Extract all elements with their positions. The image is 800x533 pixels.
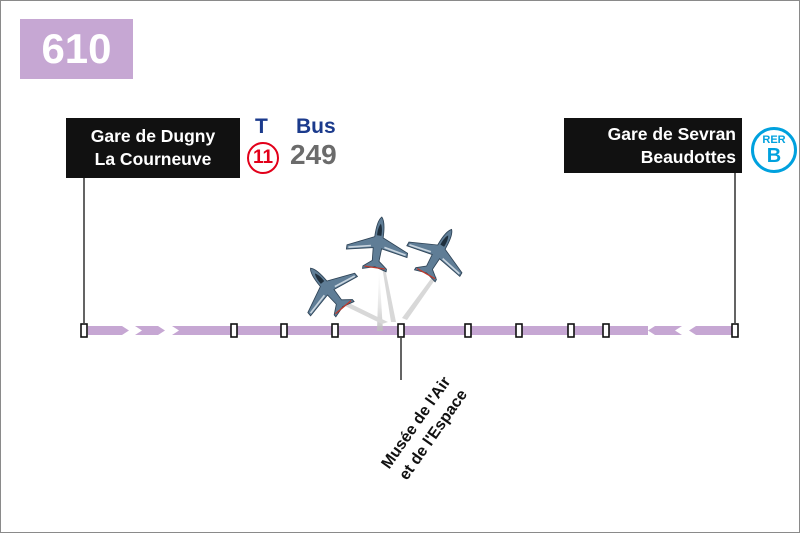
stop-marker [397,323,405,338]
tram-mode-label: T [255,115,268,138]
terminal-left-label: Gare de Dugny La Courneuve [66,118,240,178]
bus-line-number: 249 [290,139,337,170]
stop-marker [80,323,88,338]
route-segment [689,326,733,335]
stop-marker [280,323,288,338]
terminal-right-label: Gare de Sevran Beaudottes [564,118,742,173]
terminal-right-line1: Gare de Sevran [607,124,736,144]
route-segment [135,326,165,335]
route-band [88,326,733,335]
bus-mode-label: Bus [296,115,336,138]
rer-mode-label: RER [762,134,786,146]
stop-marker [567,323,575,338]
stop-marker [515,323,523,338]
terminal-left-line1: Gare de Dugny [90,126,216,146]
stop-marker [731,323,739,338]
stop-marker [230,323,238,338]
route-segment [88,326,129,335]
route-number-badge: 610 [20,19,133,79]
route-segment [648,326,682,335]
stop-marker [602,323,610,338]
rer-line-letter: B [766,145,782,167]
terminal-right-line2: Beaudottes [640,147,736,167]
jet-aircraft-icon [286,211,479,331]
tram-line-icon: 11 [247,142,279,174]
terminal-left-line2: La Courneuve [94,149,212,169]
stop-marker [331,323,339,338]
route-segment [400,326,648,335]
rer-line-icon: RER B [751,127,797,173]
stop-marker [464,323,472,338]
